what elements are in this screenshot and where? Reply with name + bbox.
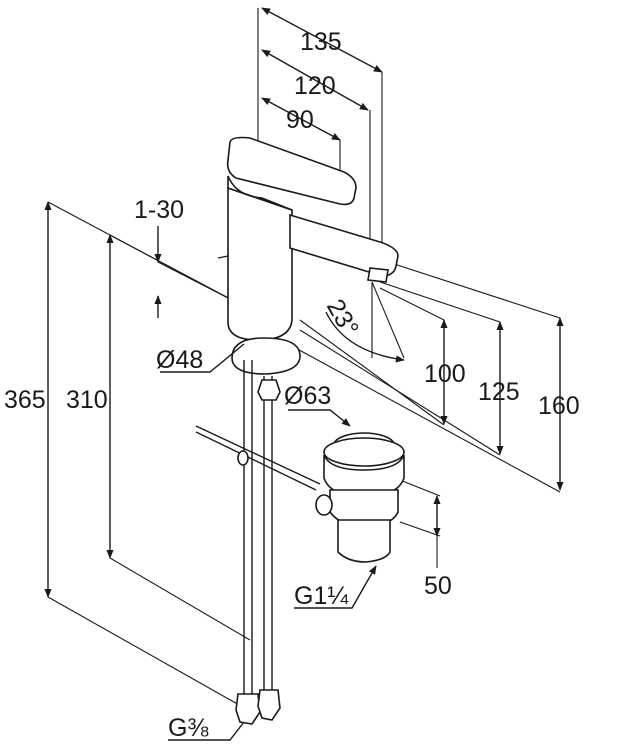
hose-fitting-left <box>235 693 261 725</box>
label-160: 160 <box>538 392 580 420</box>
label-125: 125 <box>478 378 520 406</box>
extension-line <box>109 557 251 641</box>
top-dimension-lines <box>257 7 383 262</box>
waste-rod-connector <box>315 494 333 516</box>
label-1-30: 1-30 <box>134 196 184 224</box>
dimension-line-90 <box>261 97 341 141</box>
leader-O48 <box>160 343 245 373</box>
extension-line <box>399 521 441 537</box>
pop-up-waste <box>315 432 405 563</box>
extension-line <box>399 479 441 497</box>
faucet-body <box>227 186 293 341</box>
lever-handle <box>226 136 357 206</box>
label-G38: G⅜ <box>168 714 208 742</box>
angle-arc <box>325 311 405 363</box>
extension-line <box>299 319 445 426</box>
label-100: 100 <box>424 360 466 388</box>
extension-line <box>47 596 249 711</box>
label-50: 50 <box>424 572 452 600</box>
hose-fitting-right <box>257 689 281 721</box>
extension-line <box>157 261 233 301</box>
pull-rod-edge <box>195 431 317 491</box>
mounting-nut <box>257 379 281 401</box>
angle-reference-line <box>371 281 405 359</box>
label-G114: G1¼ <box>294 582 349 610</box>
pop-up-knob <box>217 255 229 259</box>
faucet <box>195 136 399 725</box>
leader-lines <box>160 343 377 741</box>
leader-G114 <box>294 565 377 609</box>
label-O48: Ø48 <box>156 346 203 374</box>
base-flange <box>231 337 301 375</box>
waste-flange <box>323 437 405 467</box>
dimension-line-120 <box>261 49 369 111</box>
pull-rod <box>195 425 321 485</box>
faucet-aerator <box>367 267 389 283</box>
waste-tail <box>337 519 391 563</box>
extension-line <box>289 344 561 493</box>
angle-annotation <box>325 281 405 363</box>
left-dimension-lines <box>44 201 251 711</box>
label-135: 135 <box>300 28 342 56</box>
dimension-labels: 135 120 90 1-30 23° Ø48 Ø63 365 310 100 … <box>4 28 580 742</box>
label-120: 120 <box>294 72 336 100</box>
label-90: 90 <box>286 106 314 134</box>
label-O63: Ø63 <box>284 382 331 410</box>
label-310: 310 <box>66 386 108 414</box>
right-dimension-lines <box>289 229 564 568</box>
label-23-degrees: 23° <box>321 294 364 341</box>
extension-line <box>379 281 501 323</box>
label-365: 365 <box>4 386 46 414</box>
leader-O63 <box>288 409 351 427</box>
extension-line <box>379 287 445 321</box>
leader-G38 <box>168 721 245 741</box>
pull-rod-clip <box>237 450 249 466</box>
lever-base <box>227 175 293 211</box>
